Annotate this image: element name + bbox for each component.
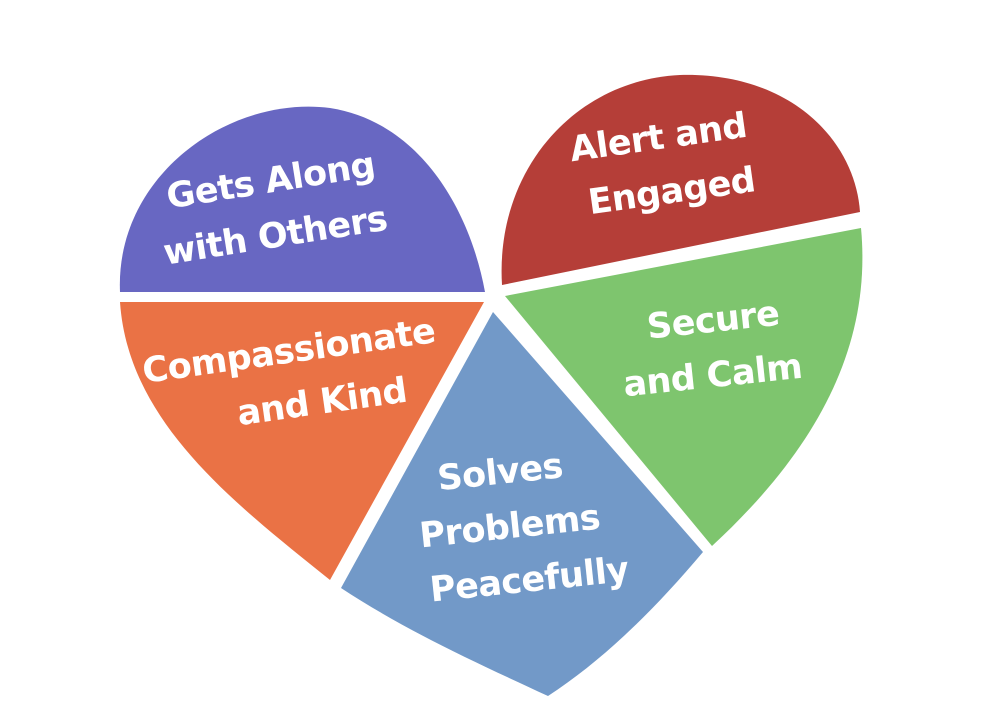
segment-compassionate [120, 302, 484, 580]
segment-secure-calm [505, 228, 863, 546]
segment-alert-engaged [501, 74, 860, 285]
segment-solves-problems [341, 312, 703, 696]
segment-gets-along [119, 106, 486, 292]
